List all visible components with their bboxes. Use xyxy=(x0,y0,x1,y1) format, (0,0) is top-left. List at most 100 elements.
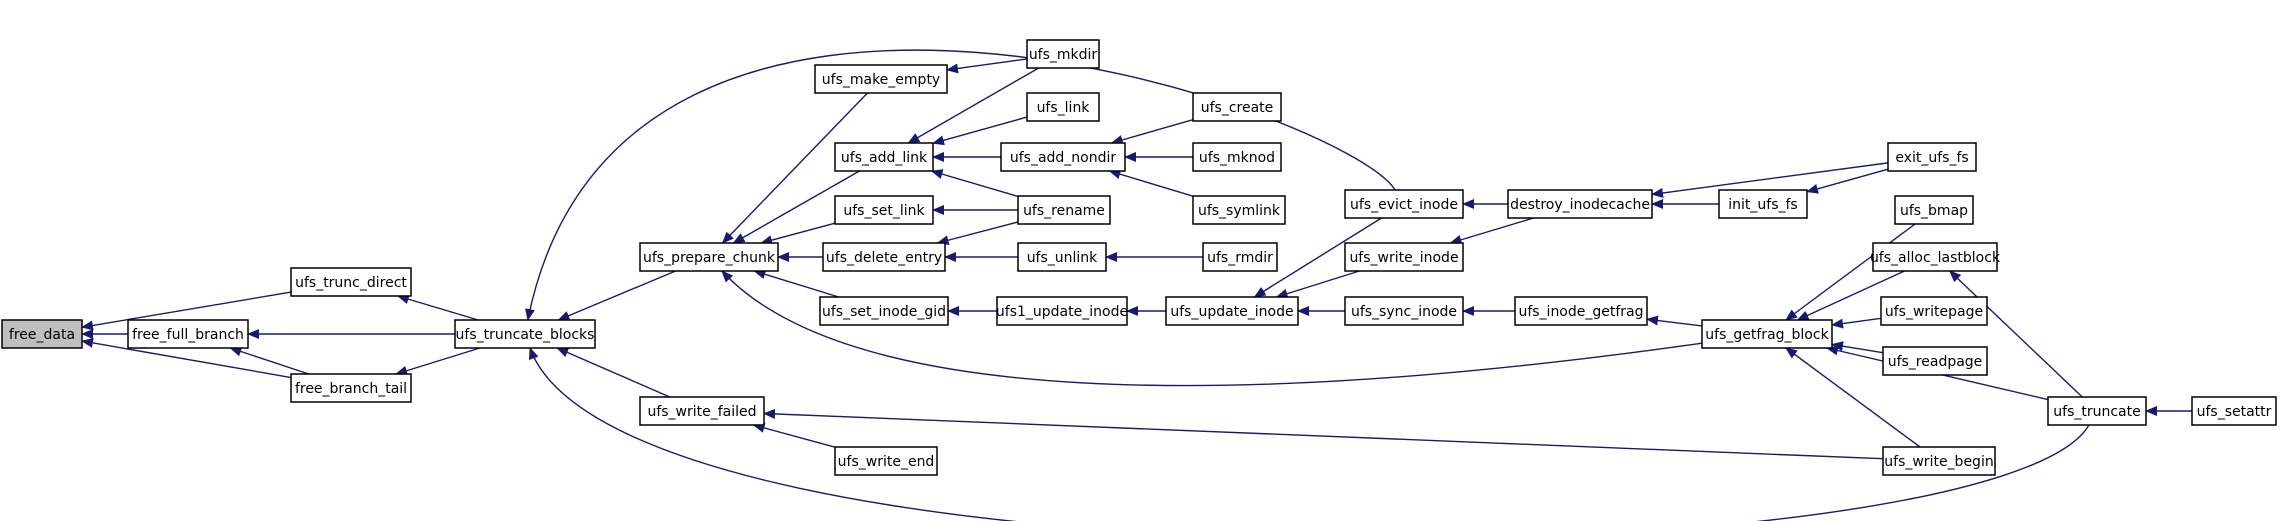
node-label: ufs_set_link xyxy=(843,203,925,219)
node-ufs_inode_getfrag[interactable]: ufs_inode_getfrag xyxy=(1514,296,1648,326)
node-box[interactable] xyxy=(1872,242,1998,272)
node-destroy_inodecache[interactable]: destroy_inodecache xyxy=(1507,189,1653,219)
node-ufs_truncate[interactable]: ufs_truncate xyxy=(2047,396,2147,426)
node-box[interactable] xyxy=(1344,242,1464,272)
node-ufs_make_empty[interactable]: ufs_make_empty xyxy=(814,64,948,94)
node-ufs_write_failed[interactable]: ufs_write_failed xyxy=(639,396,765,426)
node-label: ufs_add_nondir xyxy=(1010,150,1117,166)
edge-ufs_write_end-to-ufs_write_failed xyxy=(752,423,836,448)
node-box[interactable] xyxy=(1,319,83,349)
node-ufs_trunc_direct[interactable]: ufs_trunc_direct xyxy=(290,267,412,297)
node-box[interactable] xyxy=(1514,296,1648,326)
node-ufs_write_end[interactable]: ufs_write_end xyxy=(834,446,938,476)
node-ufs_readpage[interactable]: ufs_readpage xyxy=(1882,346,1988,376)
node-box[interactable] xyxy=(1507,189,1653,219)
node-free_data[interactable]: free_data xyxy=(1,319,83,349)
node-box[interactable] xyxy=(1887,142,1977,172)
node-box[interactable] xyxy=(834,446,938,476)
node-box[interactable] xyxy=(996,296,1128,326)
node-free_full_branch[interactable]: free_full_branch xyxy=(127,319,249,349)
node-ufs_add_link[interactable]: ufs_add_link xyxy=(834,142,934,172)
node-box[interactable] xyxy=(290,267,412,297)
node-ufs_write_inode[interactable]: ufs_write_inode xyxy=(1344,242,1464,272)
node-ufs_sync_inode[interactable]: ufs_sync_inode xyxy=(1344,296,1464,326)
node-ufs_prepare_chunk[interactable]: ufs_prepare_chunk xyxy=(639,242,779,272)
node-ufs_evict_inode[interactable]: ufs_evict_inode xyxy=(1344,189,1464,219)
edge-ufs_rename-to-ufs_delete_entry xyxy=(936,221,1019,246)
node-ufs_add_nondir[interactable]: ufs_add_nondir xyxy=(1000,142,1126,172)
node-ufs_set_link[interactable]: ufs_set_link xyxy=(834,195,934,225)
node-ufs_bmap[interactable]: ufs_bmap xyxy=(1894,195,1974,225)
node-ufs_write_begin[interactable]: ufs_write_begin xyxy=(1882,446,1996,476)
node-ufs1_update_inode[interactable]: ufs1_update_inode xyxy=(996,296,1128,326)
node-box[interactable] xyxy=(1026,92,1100,122)
node-ufs_alloc_lastblock[interactable]: ufs_alloc_lastblock xyxy=(1870,242,2001,272)
node-box[interactable] xyxy=(127,319,249,349)
node-box[interactable] xyxy=(639,242,779,272)
edge-ufs_truncate-to-ufs_alloc_lastblock xyxy=(1949,270,2083,398)
node-box[interactable] xyxy=(1701,319,1833,349)
node-label: ufs_trunc_direct xyxy=(295,275,407,291)
node-box[interactable] xyxy=(1017,195,1111,225)
node-box[interactable] xyxy=(1017,242,1107,272)
edge-ufs_add_link-to-ufs_prepare_chunk xyxy=(732,170,860,244)
node-ufs_setattr[interactable]: ufs_setattr xyxy=(2191,396,2277,426)
node-init_ufs_fs[interactable]: init_ufs_fs xyxy=(1718,189,1808,219)
node-box[interactable] xyxy=(290,373,412,403)
edge-ufs_mkdir-to-ufs_make_empty xyxy=(946,58,1028,74)
edge-ufs_getfrag_block-to-ufs_inode_getfrag xyxy=(1646,315,1703,327)
node-ufs_create[interactable]: ufs_create xyxy=(1192,92,1282,122)
node-label: ufs_truncate_blocks xyxy=(456,327,595,343)
node-box[interactable] xyxy=(639,396,765,426)
node-box[interactable] xyxy=(1026,39,1100,69)
edge-ufs_truncate-to-ufs_truncate_blocks xyxy=(529,347,2090,521)
node-box[interactable] xyxy=(1344,189,1464,219)
node-box[interactable] xyxy=(1192,142,1282,172)
edge-ufs_evict_inode-to-ufs_update_inode xyxy=(1253,217,1382,298)
node-ufs_symlink[interactable]: ufs_symlink xyxy=(1192,195,1286,225)
node-box[interactable] xyxy=(819,296,949,326)
edge-destroy_inodecache-to-ufs_write_inode xyxy=(1449,217,1534,245)
node-ufs_truncate_blocks[interactable]: ufs_truncate_blocks xyxy=(454,319,596,349)
node-box[interactable] xyxy=(1000,142,1126,172)
node-ufs_unlink[interactable]: ufs_unlink xyxy=(1017,242,1107,272)
node-label: destroy_inodecache xyxy=(1510,197,1650,213)
node-box[interactable] xyxy=(834,195,934,225)
node-box[interactable] xyxy=(834,142,934,172)
node-box[interactable] xyxy=(2047,396,2147,426)
edges-layer xyxy=(81,49,2192,521)
node-box[interactable] xyxy=(1882,446,1996,476)
edge-exit_ufs_fs-to-destroy_inodecache xyxy=(1651,162,1889,198)
node-box[interactable] xyxy=(1718,189,1808,219)
node-box[interactable] xyxy=(454,319,596,349)
node-ufs_rmdir[interactable]: ufs_rmdir xyxy=(1202,242,1278,272)
edge-ufs_write_inode-to-ufs_update_inode xyxy=(1275,270,1360,299)
node-label: free_branch_tail xyxy=(295,381,407,397)
node-ufs_update_inode[interactable]: ufs_update_inode xyxy=(1165,296,1299,326)
node-ufs_mknod[interactable]: ufs_mknod xyxy=(1192,142,1282,172)
node-box[interactable] xyxy=(1165,296,1299,326)
node-ufs_link[interactable]: ufs_link xyxy=(1026,92,1100,122)
node-box[interactable] xyxy=(2191,396,2277,426)
node-box[interactable] xyxy=(1192,92,1282,122)
node-ufs_writepage[interactable]: ufs_writepage xyxy=(1880,296,1988,326)
node-box[interactable] xyxy=(822,242,946,272)
node-box[interactable] xyxy=(814,64,948,94)
node-box[interactable] xyxy=(1882,346,1988,376)
node-ufs_getfrag_block[interactable]: ufs_getfrag_block xyxy=(1701,319,1833,349)
node-box[interactable] xyxy=(1192,195,1286,225)
node-box[interactable] xyxy=(1344,296,1464,326)
node-ufs_delete_entry[interactable]: ufs_delete_entry xyxy=(822,242,946,272)
node-label: ufs_write_end xyxy=(838,454,935,470)
node-box[interactable] xyxy=(1880,296,1988,326)
node-box[interactable] xyxy=(1202,242,1278,272)
edge-ufs_symlink-to-ufs_add_nondir xyxy=(1108,169,1194,197)
node-ufs_set_inode_gid[interactable]: ufs_set_inode_gid xyxy=(819,296,949,326)
edge-exit_ufs_fs-to-init_ufs_fs xyxy=(1806,168,1889,194)
node-box[interactable] xyxy=(1894,195,1974,225)
node-ufs_rename[interactable]: ufs_rename xyxy=(1017,195,1111,225)
node-ufs_mkdir[interactable]: ufs_mkdir xyxy=(1026,39,1100,69)
node-exit_ufs_fs[interactable]: exit_ufs_fs xyxy=(1887,142,1977,172)
edge-free_branch_tail-to-free_data xyxy=(81,337,292,379)
node-free_branch_tail[interactable]: free_branch_tail xyxy=(290,373,412,403)
